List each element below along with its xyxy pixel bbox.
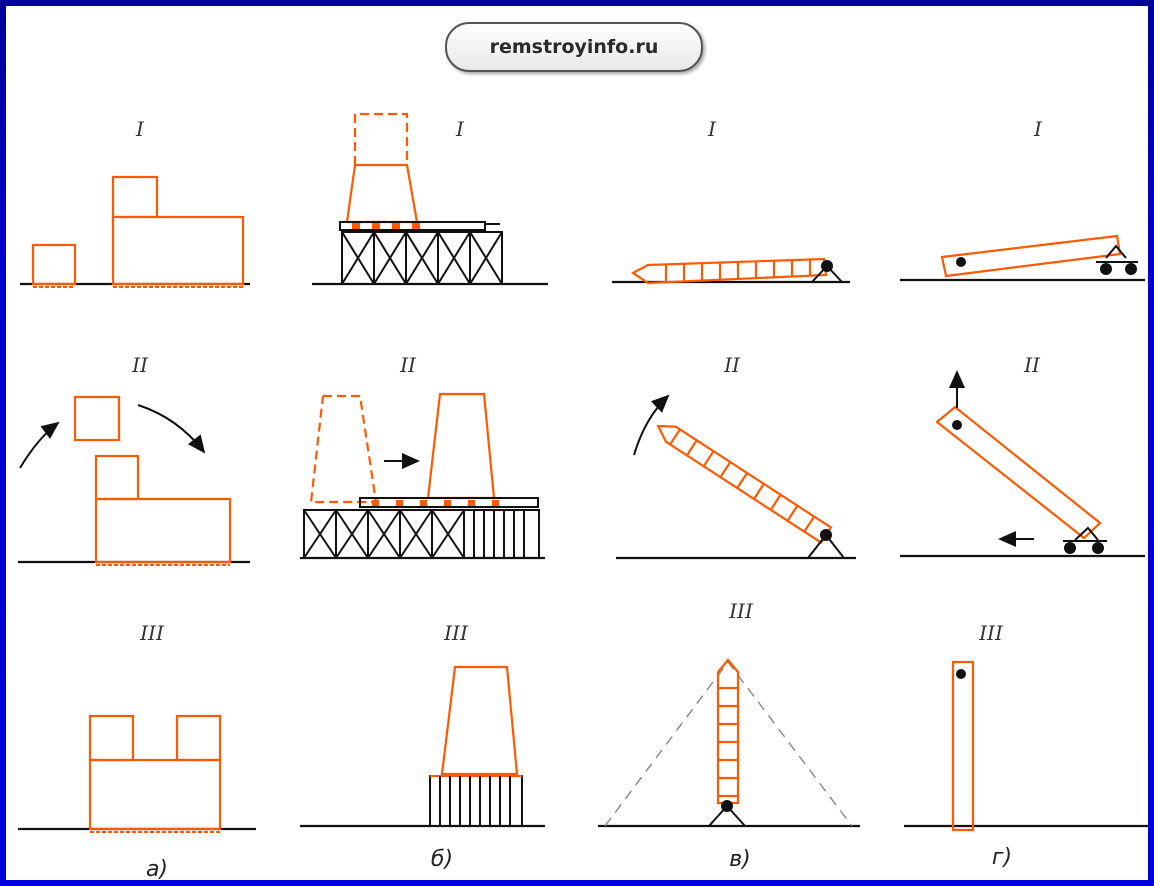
stage-label-g1: I bbox=[1033, 117, 1043, 141]
stage-label-v1: I bbox=[707, 117, 717, 141]
method-b-stage-3 bbox=[300, 665, 545, 828]
stage-label-b3: III bbox=[443, 621, 469, 645]
caption-a: а) bbox=[146, 857, 168, 882]
stage-label-a3: III bbox=[139, 621, 165, 645]
stage-label-v2: II bbox=[723, 353, 741, 377]
caption-b: б) bbox=[431, 847, 453, 872]
stage-label-b1: I bbox=[455, 117, 465, 141]
method-a-stage-3 bbox=[18, 714, 256, 833]
stage-label-a2: II bbox=[131, 353, 149, 377]
method-v-stage-2 bbox=[616, 394, 856, 560]
stage-label-v3: III bbox=[728, 599, 754, 623]
stage-label-g3: III bbox=[978, 621, 1004, 645]
stage-label-g2: II bbox=[1023, 353, 1041, 377]
stage-label-a1: I bbox=[135, 117, 145, 141]
method-b-stage-1 bbox=[312, 112, 548, 286]
caption-g: г) bbox=[992, 845, 1012, 870]
watermark-badge: remstroyinfo.ru bbox=[445, 22, 703, 72]
method-g-stage-2 bbox=[900, 370, 1145, 558]
method-g-stage-1 bbox=[900, 234, 1145, 282]
method-b-stage-2 bbox=[300, 392, 545, 560]
stage-label-b2: II bbox=[399, 353, 417, 377]
caption-v: в) bbox=[729, 847, 751, 872]
method-v-stage-1 bbox=[612, 257, 850, 285]
method-a-stage-1 bbox=[20, 175, 250, 288]
method-g-stage-3 bbox=[904, 660, 1148, 832]
method-v-stage-3 bbox=[598, 658, 860, 828]
method-a-stage-2 bbox=[18, 395, 250, 566]
